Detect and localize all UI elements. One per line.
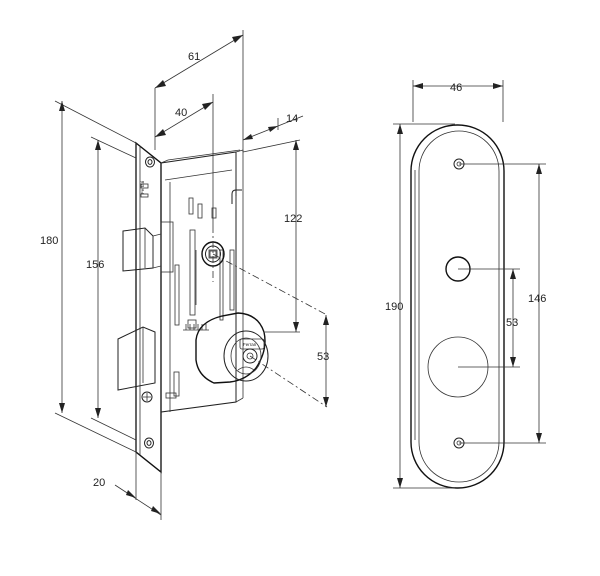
dim-53-escutcheon: 53 — [458, 268, 520, 368]
dim-61-label: 61 — [188, 51, 200, 63]
dim-190-label: 190 — [385, 301, 403, 313]
dim-46-label: 46 — [450, 82, 462, 94]
dim-14: 14 — [242, 113, 304, 152]
dim-20: 20 — [93, 452, 162, 520]
dim-180: 180 — [40, 100, 137, 453]
cylinder: Ferrari — [195, 312, 269, 384]
escutcheon — [410, 124, 505, 489]
dim-190: 190 — [385, 123, 455, 489]
dim-46: 46 — [412, 80, 504, 122]
dim-20-label: 20 — [93, 477, 105, 489]
dim-53-lock: 53 — [317, 315, 329, 407]
brand-mark: Ferrari — [140, 181, 145, 194]
cylinder-axis-line — [249, 355, 328, 408]
dim-40: 40 — [154, 94, 214, 226]
dim-53-escutcheon-label: 53 — [506, 317, 518, 329]
dim-61: 61 — [154, 30, 244, 145]
dim-146-label: 146 — [528, 293, 546, 305]
lock-case — [160, 149, 244, 472]
dim-40-label: 40 — [175, 107, 187, 119]
dim-156-label: 156 — [86, 259, 104, 271]
dim-122-label: 122 — [284, 213, 302, 225]
faceplate: Ferrari — [135, 141, 162, 474]
dim-146: 146 — [459, 163, 546, 444]
latch-bolt — [122, 221, 174, 273]
dim-180-label: 180 — [40, 235, 58, 247]
dim-156: 156 — [86, 136, 137, 441]
lock-body: Ferrari — [40, 30, 329, 520]
dim-53-lock-label: 53 — [317, 351, 329, 363]
dim-122: 122 — [242, 139, 302, 333]
hub-axis-line — [212, 253, 328, 316]
cylinder-brand-mark: Ferrari — [243, 342, 256, 347]
dead-bolt — [117, 326, 156, 391]
dim-14-label: 14 — [286, 113, 298, 125]
